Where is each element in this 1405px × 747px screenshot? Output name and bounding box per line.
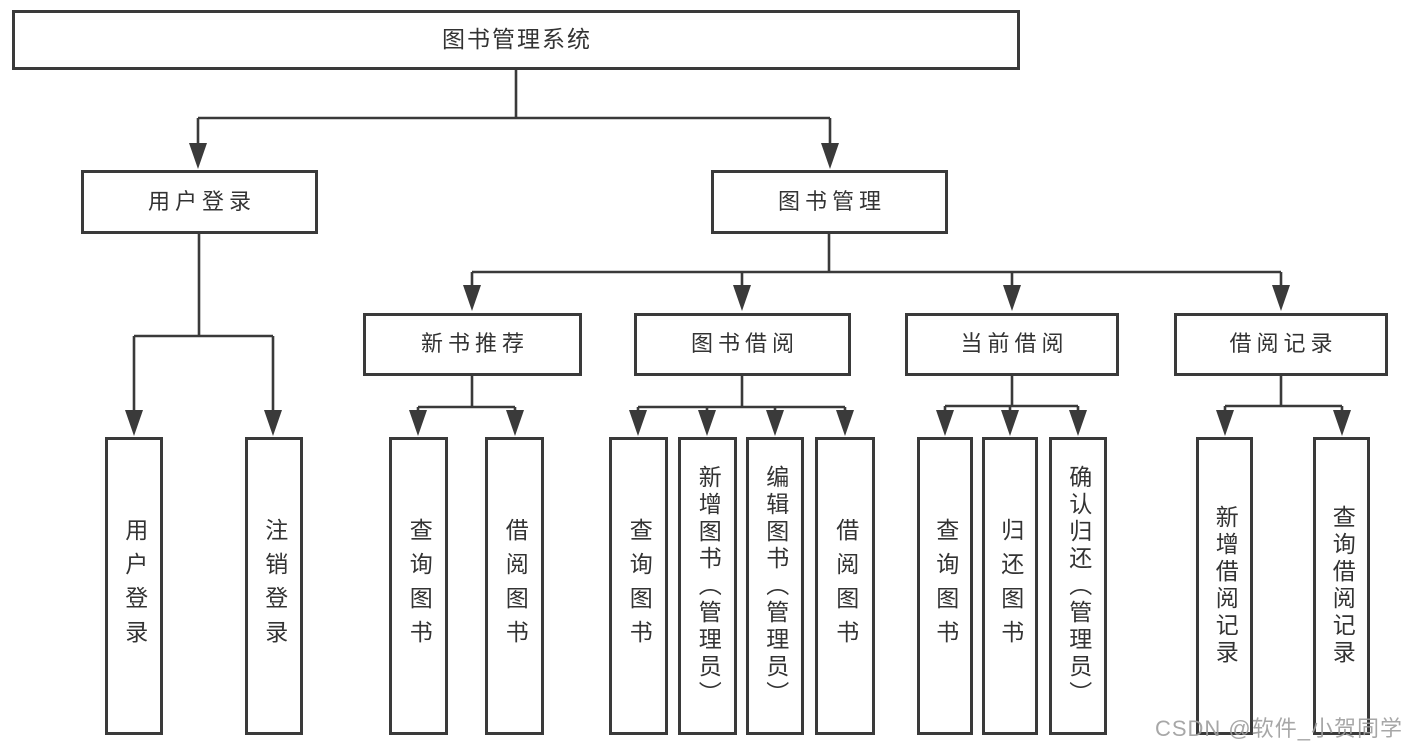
- node-label: 编辑图书（管理员）: [762, 464, 789, 708]
- node-label: 查询图书: [626, 518, 653, 654]
- node-borrow-record: 借阅记录: [1174, 313, 1388, 376]
- leaf-query-book: 查询图书: [609, 437, 668, 735]
- connector-current-borrow-to-leaves: [936, 376, 1087, 436]
- node-label: 注销登录: [261, 518, 288, 654]
- connector-book-management-to-level3: [463, 234, 1290, 311]
- node-label: 归还图书: [997, 518, 1024, 654]
- leaf-query-borrow-record: 查询借阅记录: [1313, 437, 1370, 735]
- leaf-confirm-return-admin: 确认归还（管理员）: [1049, 437, 1107, 735]
- connector-user-login-to-leaves: [125, 234, 282, 436]
- connector-new-book-to-leaves: [409, 376, 524, 436]
- node-current-borrow: 当前借阅: [905, 313, 1119, 376]
- leaf-logout: 注销登录: [245, 437, 303, 735]
- node-label: 借阅图书: [502, 518, 529, 654]
- node-label: 用户登录: [121, 518, 148, 654]
- node-label: 借阅记录: [1229, 331, 1338, 357]
- leaf-query-book-recommend: 查询图书: [389, 437, 448, 735]
- node-book-borrow: 图书借阅: [634, 313, 851, 376]
- node-label: 用户登录: [147, 188, 256, 214]
- connector-borrow-record-to-leaves: [1216, 376, 1351, 436]
- node-label: 图书管理系统: [442, 26, 592, 53]
- node-book-management: 图书管理: [711, 170, 948, 234]
- node-label: 新增图书（管理员）: [695, 464, 722, 708]
- leaf-add-borrow-record: 新增借阅记录: [1196, 437, 1253, 735]
- leaf-return-book: 归还图书: [982, 437, 1038, 735]
- node-label: 查询图书: [406, 518, 433, 654]
- csdn-watermark: CSDN @软件_小贺同学: [1154, 716, 1403, 741]
- node-label: 图书借阅: [690, 331, 799, 357]
- node-label: 新书推荐: [420, 331, 529, 357]
- node-label: 新增借阅记录: [1212, 505, 1239, 667]
- leaf-query-book-current: 查询图书: [917, 437, 973, 735]
- node-user-login: 用户登录: [81, 170, 318, 234]
- node-label: 当前借阅: [960, 331, 1069, 357]
- node-label: 查询图书: [932, 518, 959, 654]
- leaf-add-book-admin: 新增图书（管理员）: [678, 437, 737, 735]
- connector-root-to-level2: [189, 70, 839, 169]
- leaf-edit-book-admin: 编辑图书（管理员）: [746, 437, 804, 735]
- leaf-user-login: 用户登录: [105, 437, 163, 735]
- node-label: 查询借阅记录: [1329, 505, 1356, 667]
- leaf-borrow-book-recommend: 借阅图书: [485, 437, 544, 735]
- node-label: 图书管理: [777, 188, 886, 214]
- leaf-borrow-book: 借阅图书: [815, 437, 875, 735]
- connector-book-borrow-to-leaves: [629, 376, 854, 436]
- node-label: 借阅图书: [832, 518, 859, 654]
- node-label: 确认归还（管理员）: [1065, 464, 1092, 708]
- node-library-management-system: 图书管理系统: [12, 10, 1020, 70]
- node-new-book-recommend: 新书推荐: [363, 313, 582, 376]
